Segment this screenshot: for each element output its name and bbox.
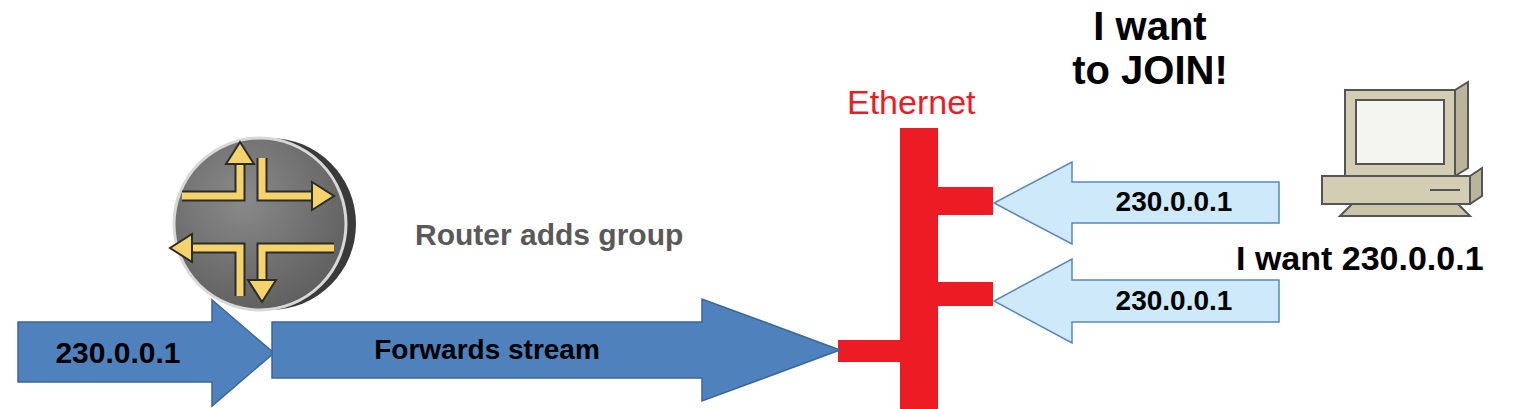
arrow-label: 230.0.0.1 — [55, 336, 180, 369]
arrow-label: 230.0.0.1 — [1116, 286, 1233, 317]
stream-arrow: 230.0.0.1 — [18, 300, 274, 406]
arrow-outline — [18, 300, 274, 406]
ethernet-bus — [838, 128, 993, 409]
join-arrow: 230.0.0.1 — [994, 162, 1279, 244]
bus-name: Ethernet — [847, 84, 976, 121]
arrow-outline — [272, 299, 840, 401]
arrow-label: Forwards stream — [374, 335, 600, 366]
arrow-outline — [994, 162, 1279, 244]
note-text: Router adds group — [415, 218, 683, 251]
computer-icon — [1322, 82, 1482, 216]
callout-text: I want to JOIN! — [1045, 4, 1255, 92]
callout-text: I want 230.0.0.1 — [1236, 240, 1484, 277]
router-icon — [170, 138, 356, 310]
stream-arrow: Forwards stream — [272, 299, 840, 401]
arrow-label: 230.0.0.1 — [1116, 187, 1233, 218]
